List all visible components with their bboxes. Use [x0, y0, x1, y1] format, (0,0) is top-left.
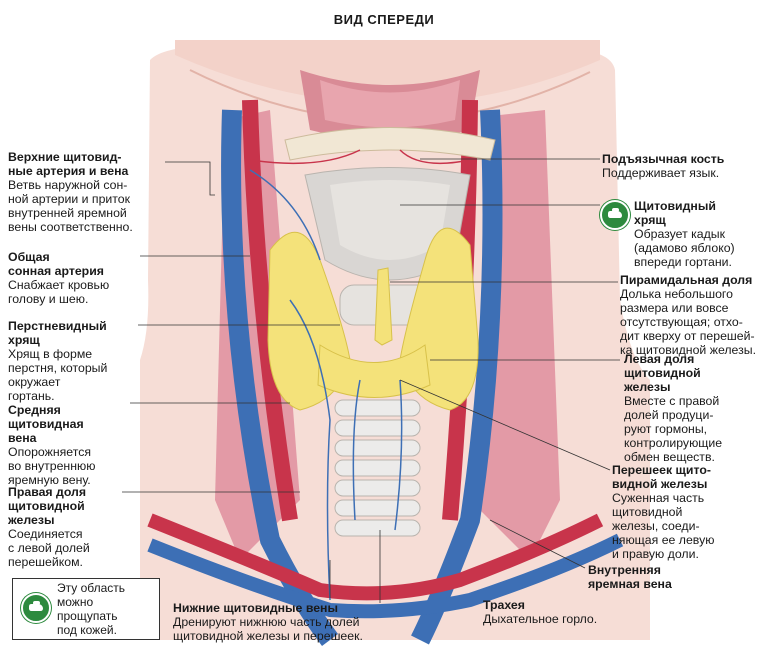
label-text: Ветвь наружной сон-: [8, 178, 128, 192]
label-internal-jugular: Внутренняя яремная вена: [588, 563, 672, 591]
hand-touch-icon: [21, 593, 51, 623]
diagram-title: ВИД СПЕРЕДИ: [333, 12, 435, 27]
label-thyroid-cartilage: Щитовидный хрящ Образует кадык (адамово …: [634, 199, 735, 269]
label-text: вены соответственно.: [8, 220, 133, 234]
label-superior-thyroid: Верхние щитовид- ные артерия и вена Ветв…: [8, 150, 168, 234]
label-isthmus: Перешеек щито- видной железы Суженная ча…: [612, 463, 715, 561]
label-left-lobe: Левая доля щитовидной железы Вместе с пр…: [624, 352, 723, 464]
hand-touch-icon: [600, 200, 630, 230]
label-inferior-thyroid-veins: Нижние щитовидные вены Дренируют нижнюю …: [173, 601, 363, 643]
label-head: ные артерия и вена: [8, 164, 129, 178]
label-common-carotid: Общая сонная артерия Снабжает кровью гол…: [8, 250, 110, 306]
label-head: Верхние щитовид-: [8, 150, 122, 164]
palpation-note-box: Эту область можно прощупать под кожей.: [12, 578, 160, 640]
note-text: Эту область можно прощупать под кожей.: [57, 581, 126, 637]
label-text: ной артерии и приток: [8, 192, 131, 206]
label-right-lobe: Правая доля щитовидной железы Соединяетс…: [8, 485, 90, 569]
label-middle-thyroid-vein: Средняя щитовидная вена Опорожняется во …: [8, 403, 96, 487]
label-pyramidal-lobe: Пирамидальная доля Долька небольшого раз…: [620, 273, 757, 357]
label-text: внутренней яремной: [8, 206, 127, 220]
label-cricoid: Перстневидный хрящ Хрящ в форме перстня,…: [8, 319, 108, 403]
label-hyoid: Подъязычная кость Поддерживает язык.: [602, 152, 725, 180]
label-trachea: Трахея Дыхательное горло.: [483, 598, 598, 626]
